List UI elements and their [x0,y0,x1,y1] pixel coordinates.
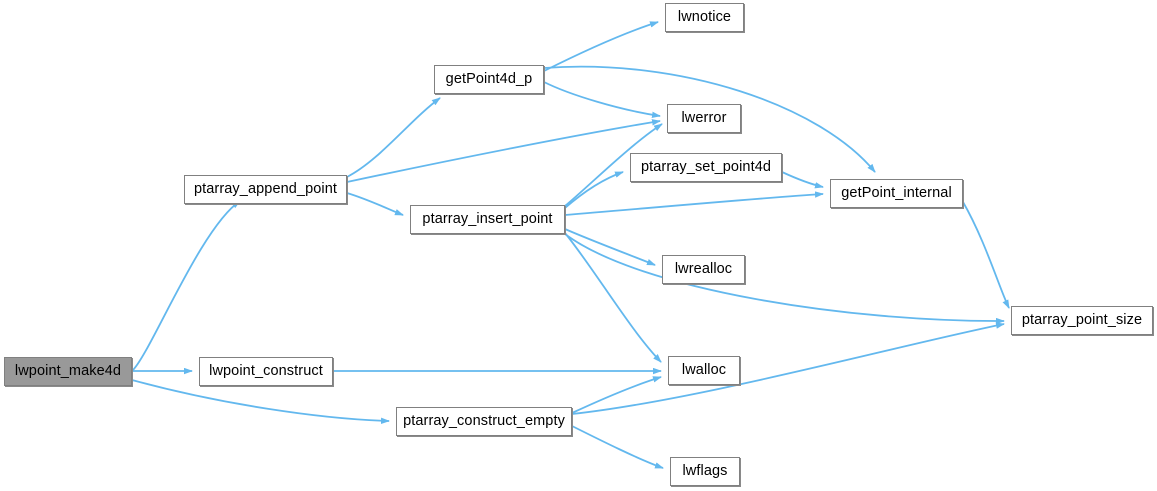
node-label: ptarray_append_point [193,181,338,198]
node-ptarray_insert_point[interactable]: ptarray_insert_point [410,205,565,234]
node-label: getPoint_internal [841,185,952,202]
node-label: ptarray_point_size [1021,312,1143,329]
edge-getPoint_internal-to-ptarray_point_size [962,201,1010,309]
node-label: lwpoint_make4d [14,363,122,380]
node-getPoint_internal[interactable]: getPoint_internal [830,179,963,208]
edge-ptarray_append_point-to-lwerror [346,119,661,183]
edge-ptarray_construct_empty-to-lwflags [571,425,664,469]
edge-ptarray_insert_point-to-lwalloc [564,232,662,363]
edge-getPoint4d_p-to-lwerror [543,81,661,118]
edge-ptarray_construct_empty-to-ptarray_point_size [571,322,1005,415]
edge-ptarray_append_point-to-ptarray_insert_point [346,192,404,216]
edge-ptarray_insert_point-to-lwrealloc [564,228,656,266]
edge-ptarray_append_point-to-getPoint4d_p [346,97,441,178]
edge-getPoint4d_p-to-lwnotice [543,21,659,72]
node-label: lwflags [682,463,728,480]
node-label: ptarray_set_point4d [640,159,772,176]
edge-ptarray_insert_point-to-ptarray_point_size [564,233,1005,325]
node-label: lwpoint_construct [209,363,323,380]
node-lwalloc[interactable]: lwalloc [668,356,740,385]
node-ptarray_point_size[interactable]: ptarray_point_size [1011,306,1153,335]
edge-ptarray_set_point4d-to-getPoint_internal [781,171,824,189]
edge-getPoint4d_p-to-getPoint_internal [543,65,876,173]
node-label: lwalloc [681,362,727,379]
node-getPoint4d_p[interactable]: getPoint4d_p [434,65,544,94]
node-lwrealloc[interactable]: lwrealloc [662,255,745,284]
node-ptarray_append_point[interactable]: ptarray_append_point [184,175,347,204]
node-lwpoint_construct[interactable]: lwpoint_construct [199,357,333,386]
node-lwpoint_make4d[interactable]: lwpoint_make4d [4,357,132,386]
node-lwnotice[interactable]: lwnotice [665,3,744,32]
node-lwerror[interactable]: lwerror [667,104,741,133]
node-ptarray_construct_empty[interactable]: ptarray_construct_empty [396,407,572,436]
edge-ptarray_insert_point-to-ptarray_set_point4d [564,171,624,209]
edge-lwpoint_make4d-to-ptarray_construct_empty [131,379,390,424]
node-label: ptarray_construct_empty [403,413,565,430]
node-label: lwrealloc [674,261,733,278]
edge-ptarray_insert_point-to-lwerror [564,123,663,207]
node-label: lwerror [681,110,727,127]
edge-lwpoint_make4d-to-ptarray_append_point [131,200,241,372]
edge-ptarray_insert_point-to-getPoint_internal [564,191,824,216]
node-label: getPoint4d_p [445,71,533,88]
edge-ptarray_construct_empty-to-lwalloc [571,376,662,414]
node-label: ptarray_insert_point [422,211,553,228]
node-ptarray_set_point4d[interactable]: ptarray_set_point4d [630,153,782,182]
node-label: lwnotice [677,9,732,26]
node-lwflags[interactable]: lwflags [670,457,740,486]
